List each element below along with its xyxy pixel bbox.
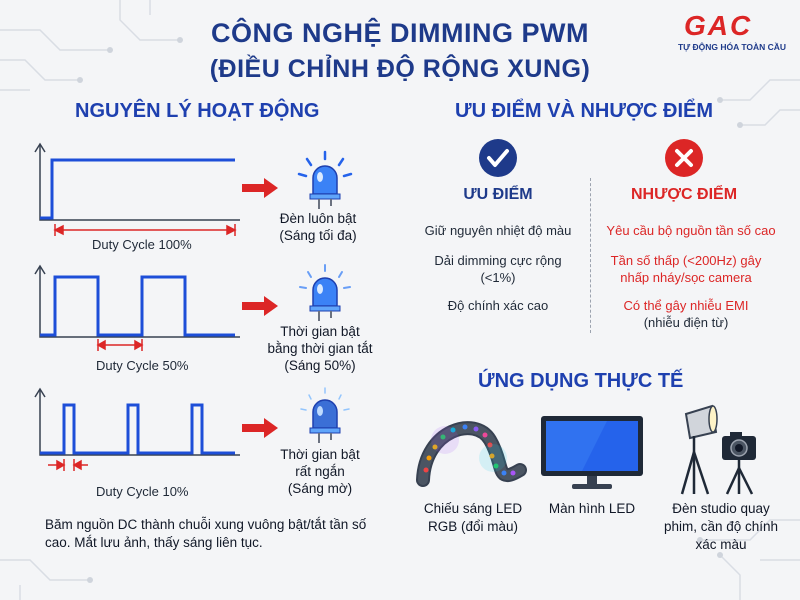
logo: GAC TỰ ĐỘNG HÓA TOÀN CẦU xyxy=(672,10,792,56)
led-strip-icon xyxy=(416,421,527,487)
cons-item: Có thể gây nhiễu EMI (nhiễu điện từ) xyxy=(623,298,749,330)
pros-cons-divider xyxy=(590,178,591,333)
led-text-10: Thời gian bật rất ngắn (Sáng mờ) xyxy=(280,447,360,496)
application-label-studio: Đèn studio quay phim, cần độ chính xác m… xyxy=(663,501,779,552)
led-text-100: Đèn luôn bật (Sáng tối đa) xyxy=(279,211,357,243)
principle-description: Băm nguồn DC thành chuỗi xung vuông bật/… xyxy=(45,517,367,550)
monitor-icon xyxy=(541,416,643,489)
duty-label-100: Duty Cycle 100% xyxy=(92,237,192,252)
applications-heading: ỨNG DỤNG THỰC TẾ xyxy=(478,370,684,392)
duty-label-10: Duty Cycle 10% xyxy=(96,484,189,499)
page-subtitle: (ĐIỀU CHỈNH ĐỘ RỘNG XUNG) xyxy=(209,55,591,83)
arrow-right-icon xyxy=(242,296,278,316)
check-icon xyxy=(479,139,517,177)
cons-heading: NHƯỢC ĐIỂM xyxy=(630,186,738,203)
waveform-duty-50 xyxy=(34,264,240,351)
cons-item: Yêu cầu bộ nguồn tần số cao xyxy=(606,223,776,238)
application-label-led-rgb: Chiếu sáng LED RGB (đổi màu) xyxy=(423,501,523,534)
pros-heading: ƯU ĐIỂM xyxy=(463,186,533,203)
cross-icon xyxy=(665,139,703,177)
pros-cons-heading: ƯU ĐIỂM VÀ NHƯỢC ĐIỂM xyxy=(455,100,714,122)
led-medium-icon xyxy=(299,264,351,321)
waveform-duty-10 xyxy=(34,387,240,471)
led-bright-icon xyxy=(297,150,353,209)
page-title: CÔNG NGHỆ DIMMING PWM xyxy=(211,18,589,48)
duty-label-50: Duty Cycle 50% xyxy=(96,358,189,373)
led-text-50: Thời gian bật bằng thời gian tắt (Sáng 5… xyxy=(267,324,373,373)
waveform-duty-100 xyxy=(34,142,240,236)
led-dim-icon xyxy=(300,387,350,443)
logo-tagline: TỰ ĐỘNG HÓA TOÀN CẦU xyxy=(677,42,787,52)
studio-light-camera-icon xyxy=(680,404,756,495)
arrow-right-icon xyxy=(242,418,278,438)
pros-item: Dải dimming cực rộng (<1%) xyxy=(434,253,562,285)
arrow-right-icon xyxy=(242,178,278,198)
pros-item: Độ chính xác cao xyxy=(447,298,549,313)
application-label-monitor: Màn hình LED xyxy=(548,501,636,516)
pros-item: Giữ nguyên nhiệt độ màu xyxy=(424,223,572,238)
logo-mark: GAC xyxy=(684,10,753,41)
cons-item: Tần số thấp (<200Hz) gây nhấp nháy/sọc c… xyxy=(610,253,762,285)
principle-heading: NGUYÊN LÝ HOẠT ĐỘNG xyxy=(75,100,320,122)
